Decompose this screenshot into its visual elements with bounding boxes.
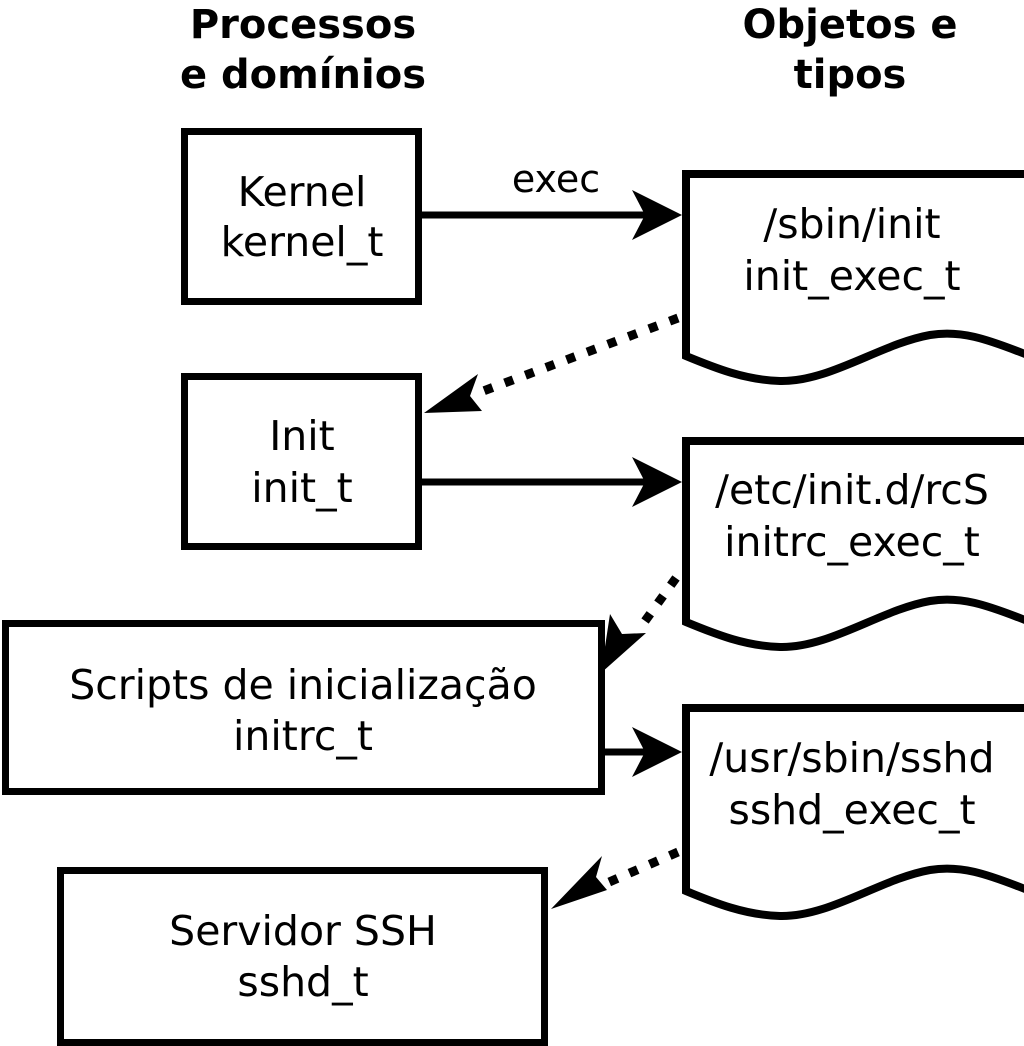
edge-line-initrc-exec-initrc [636, 575, 680, 631]
node-sshd-line2: sshd_t [237, 958, 368, 1006]
edge-line-sshd-exec-sshd [598, 847, 680, 891]
node-init-exec-line2: init_exec_t [743, 252, 960, 300]
column-header-processes: Processos e domínios [180, 2, 426, 98]
node-sshd-exec[interactable]: /usr/sbin/sshd sshd_exec_t [682, 704, 1024, 921]
edge-line-init-exec-init [476, 313, 680, 398]
edge-label-exec: exec [512, 157, 600, 201]
node-initrc-line1: Scripts de inicialização [69, 661, 537, 709]
node-sshd[interactable]: Servidor SSH sshd_t [57, 867, 548, 1046]
column-header-processes-line1: Processos [190, 2, 416, 48]
node-init-line2: init_t [251, 464, 352, 512]
edge-sshd-exec-to-sshd [551, 847, 680, 909]
arrowhead-sshd-exec-sshd [551, 856, 607, 909]
node-init-exec-line1: /sbin/init [763, 200, 940, 248]
arrowhead-kernel-init-exec [632, 190, 682, 240]
edge-initrc-to-sshd-exec [605, 727, 682, 777]
node-initrc-line2: initrc_t [233, 712, 373, 760]
node-kernel-line2: kernel_t [221, 218, 384, 266]
node-sshd-exec-line1: /usr/sbin/sshd [709, 734, 994, 782]
node-initrc-exec-line1: /etc/init.d/rcS [715, 466, 989, 514]
column-header-objects-line1: Objetos e [743, 2, 958, 48]
node-kernel-box[interactable] [181, 128, 422, 305]
node-initrc-box[interactable] [2, 620, 605, 795]
edge-init-exec-to-init [424, 313, 680, 413]
column-header-processes-line2: e domínios [180, 52, 426, 98]
edge-init-to-initrc-exec [422, 457, 682, 507]
node-sshd-box[interactable] [57, 867, 548, 1046]
node-kernel[interactable]: Kernel kernel_t [181, 128, 422, 305]
edge-initrc-exec-to-initrc [601, 575, 680, 673]
node-init[interactable]: Init init_t [181, 373, 422, 550]
node-init-exec-document[interactable] [682, 170, 1024, 386]
column-header-objects: Objetos e tipos [743, 2, 958, 98]
node-init-exec[interactable]: /sbin/init init_exec_t [682, 170, 1024, 386]
arrowhead-initrc-exec-initrc [601, 614, 646, 673]
node-initrc-exec-line2: initrc_exec_t [724, 518, 980, 566]
node-init-line1: Init [269, 412, 335, 460]
edge-kernel-to-init-exec: exec [422, 157, 682, 240]
column-header-objects-line2: tipos [794, 52, 907, 98]
node-init-box[interactable] [181, 373, 422, 550]
node-sshd-exec-line2: sshd_exec_t [728, 786, 975, 834]
arrowhead-init-exec-init [424, 374, 482, 413]
node-sshd-exec-document[interactable] [682, 704, 1024, 921]
node-sshd-line1: Servidor SSH [169, 907, 437, 955]
arrowhead-init-initrc-exec [632, 457, 682, 507]
node-initrc-exec-document[interactable] [682, 437, 1024, 652]
node-initrc-exec[interactable]: /etc/init.d/rcS initrc_exec_t [682, 437, 1024, 652]
arrowhead-initrc-sshd-exec [632, 727, 682, 777]
node-kernel-line1: Kernel [238, 168, 367, 216]
node-initrc[interactable]: Scripts de inicialização initrc_t [2, 620, 605, 795]
